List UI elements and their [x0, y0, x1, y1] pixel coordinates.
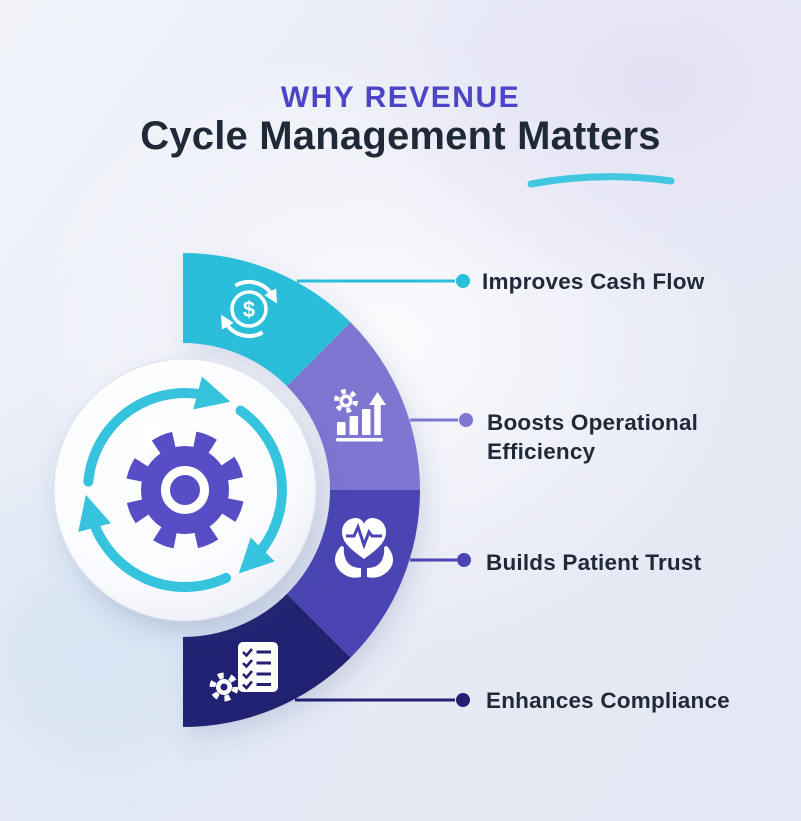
check-3 — [242, 670, 253, 680]
growth-chart-icon — [334, 389, 386, 442]
checklist-gear-icon — [209, 642, 278, 702]
gear-teeth — [125, 430, 245, 550]
item-label-compliance: Enhances Compliance — [486, 688, 730, 713]
connector-dot — [456, 693, 470, 707]
arrow-head — [369, 392, 386, 405]
segment-operational-efficiency — [286, 322, 421, 490]
check-2 — [242, 659, 253, 669]
compliance-gear-hole — [220, 683, 228, 691]
chart-gear-teeth — [334, 389, 358, 413]
bar-3 — [362, 409, 371, 435]
row-line-2 — [256, 661, 271, 665]
checklist-lines — [256, 650, 271, 686]
pulse-line — [346, 522, 382, 550]
compliance-gear-teeth — [209, 672, 239, 702]
connector-cash-flow — [297, 274, 470, 288]
bar-1 — [337, 422, 346, 435]
left-hand — [334, 546, 361, 578]
connector-dot — [457, 553, 471, 567]
eyebrow-title: WHY REVENUE — [280, 81, 521, 114]
connector-compliance — [295, 693, 470, 707]
cycle-arrow-bottom — [78, 494, 231, 592]
dollar-symbol: $ — [243, 297, 255, 322]
connector-dot — [456, 274, 470, 288]
gear-hole — [161, 466, 209, 514]
dollar-cycle-icon: $ — [221, 280, 277, 338]
gear-cycle-icon — [125, 430, 245, 550]
checklist-checks — [242, 648, 253, 690]
chart-up-arrow — [369, 392, 386, 435]
row-line-3 — [256, 672, 271, 676]
title-underline-swoosh — [527, 173, 675, 188]
hub-circle-edge — [53, 358, 317, 622]
dollar-cycle-arrows — [221, 280, 277, 338]
chart-baseline — [336, 438, 383, 442]
segment-cash-flow — [183, 253, 351, 387]
hands — [334, 546, 394, 578]
row-line-4 — [256, 683, 271, 686]
connector-operational-efficiency — [410, 413, 473, 427]
page-title: Cycle Management Matters — [140, 114, 661, 158]
item-label-patient-trust: Builds Patient Trust — [486, 550, 702, 575]
cycle-arrow-top — [83, 376, 231, 487]
cycle-arrows-icon — [78, 376, 287, 592]
cycle-arrow-right — [235, 405, 287, 574]
right-hand — [367, 546, 394, 578]
compliance-gear — [209, 672, 239, 702]
gear-body — [141, 446, 229, 534]
item-label-operational-efficiency: Boosts Operational Efficiency — [487, 410, 699, 464]
dollar-arrow-bottom — [221, 314, 264, 338]
heart-shape — [342, 518, 386, 559]
hands-heart-icon — [334, 518, 394, 578]
connector-patient-trust — [410, 553, 471, 567]
chart-bars — [336, 409, 383, 442]
check-4 — [242, 680, 253, 690]
bar-2 — [349, 416, 358, 435]
connector-dot — [459, 413, 473, 427]
check-1 — [242, 648, 253, 658]
chart-gear-hole — [343, 398, 349, 404]
dollar-arrow-top — [234, 280, 277, 304]
dollar-circle — [230, 290, 268, 328]
row-line-1 — [256, 650, 271, 654]
item-label-cash-flow: Improves Cash Flow — [482, 269, 705, 294]
chart-gear — [334, 389, 358, 413]
